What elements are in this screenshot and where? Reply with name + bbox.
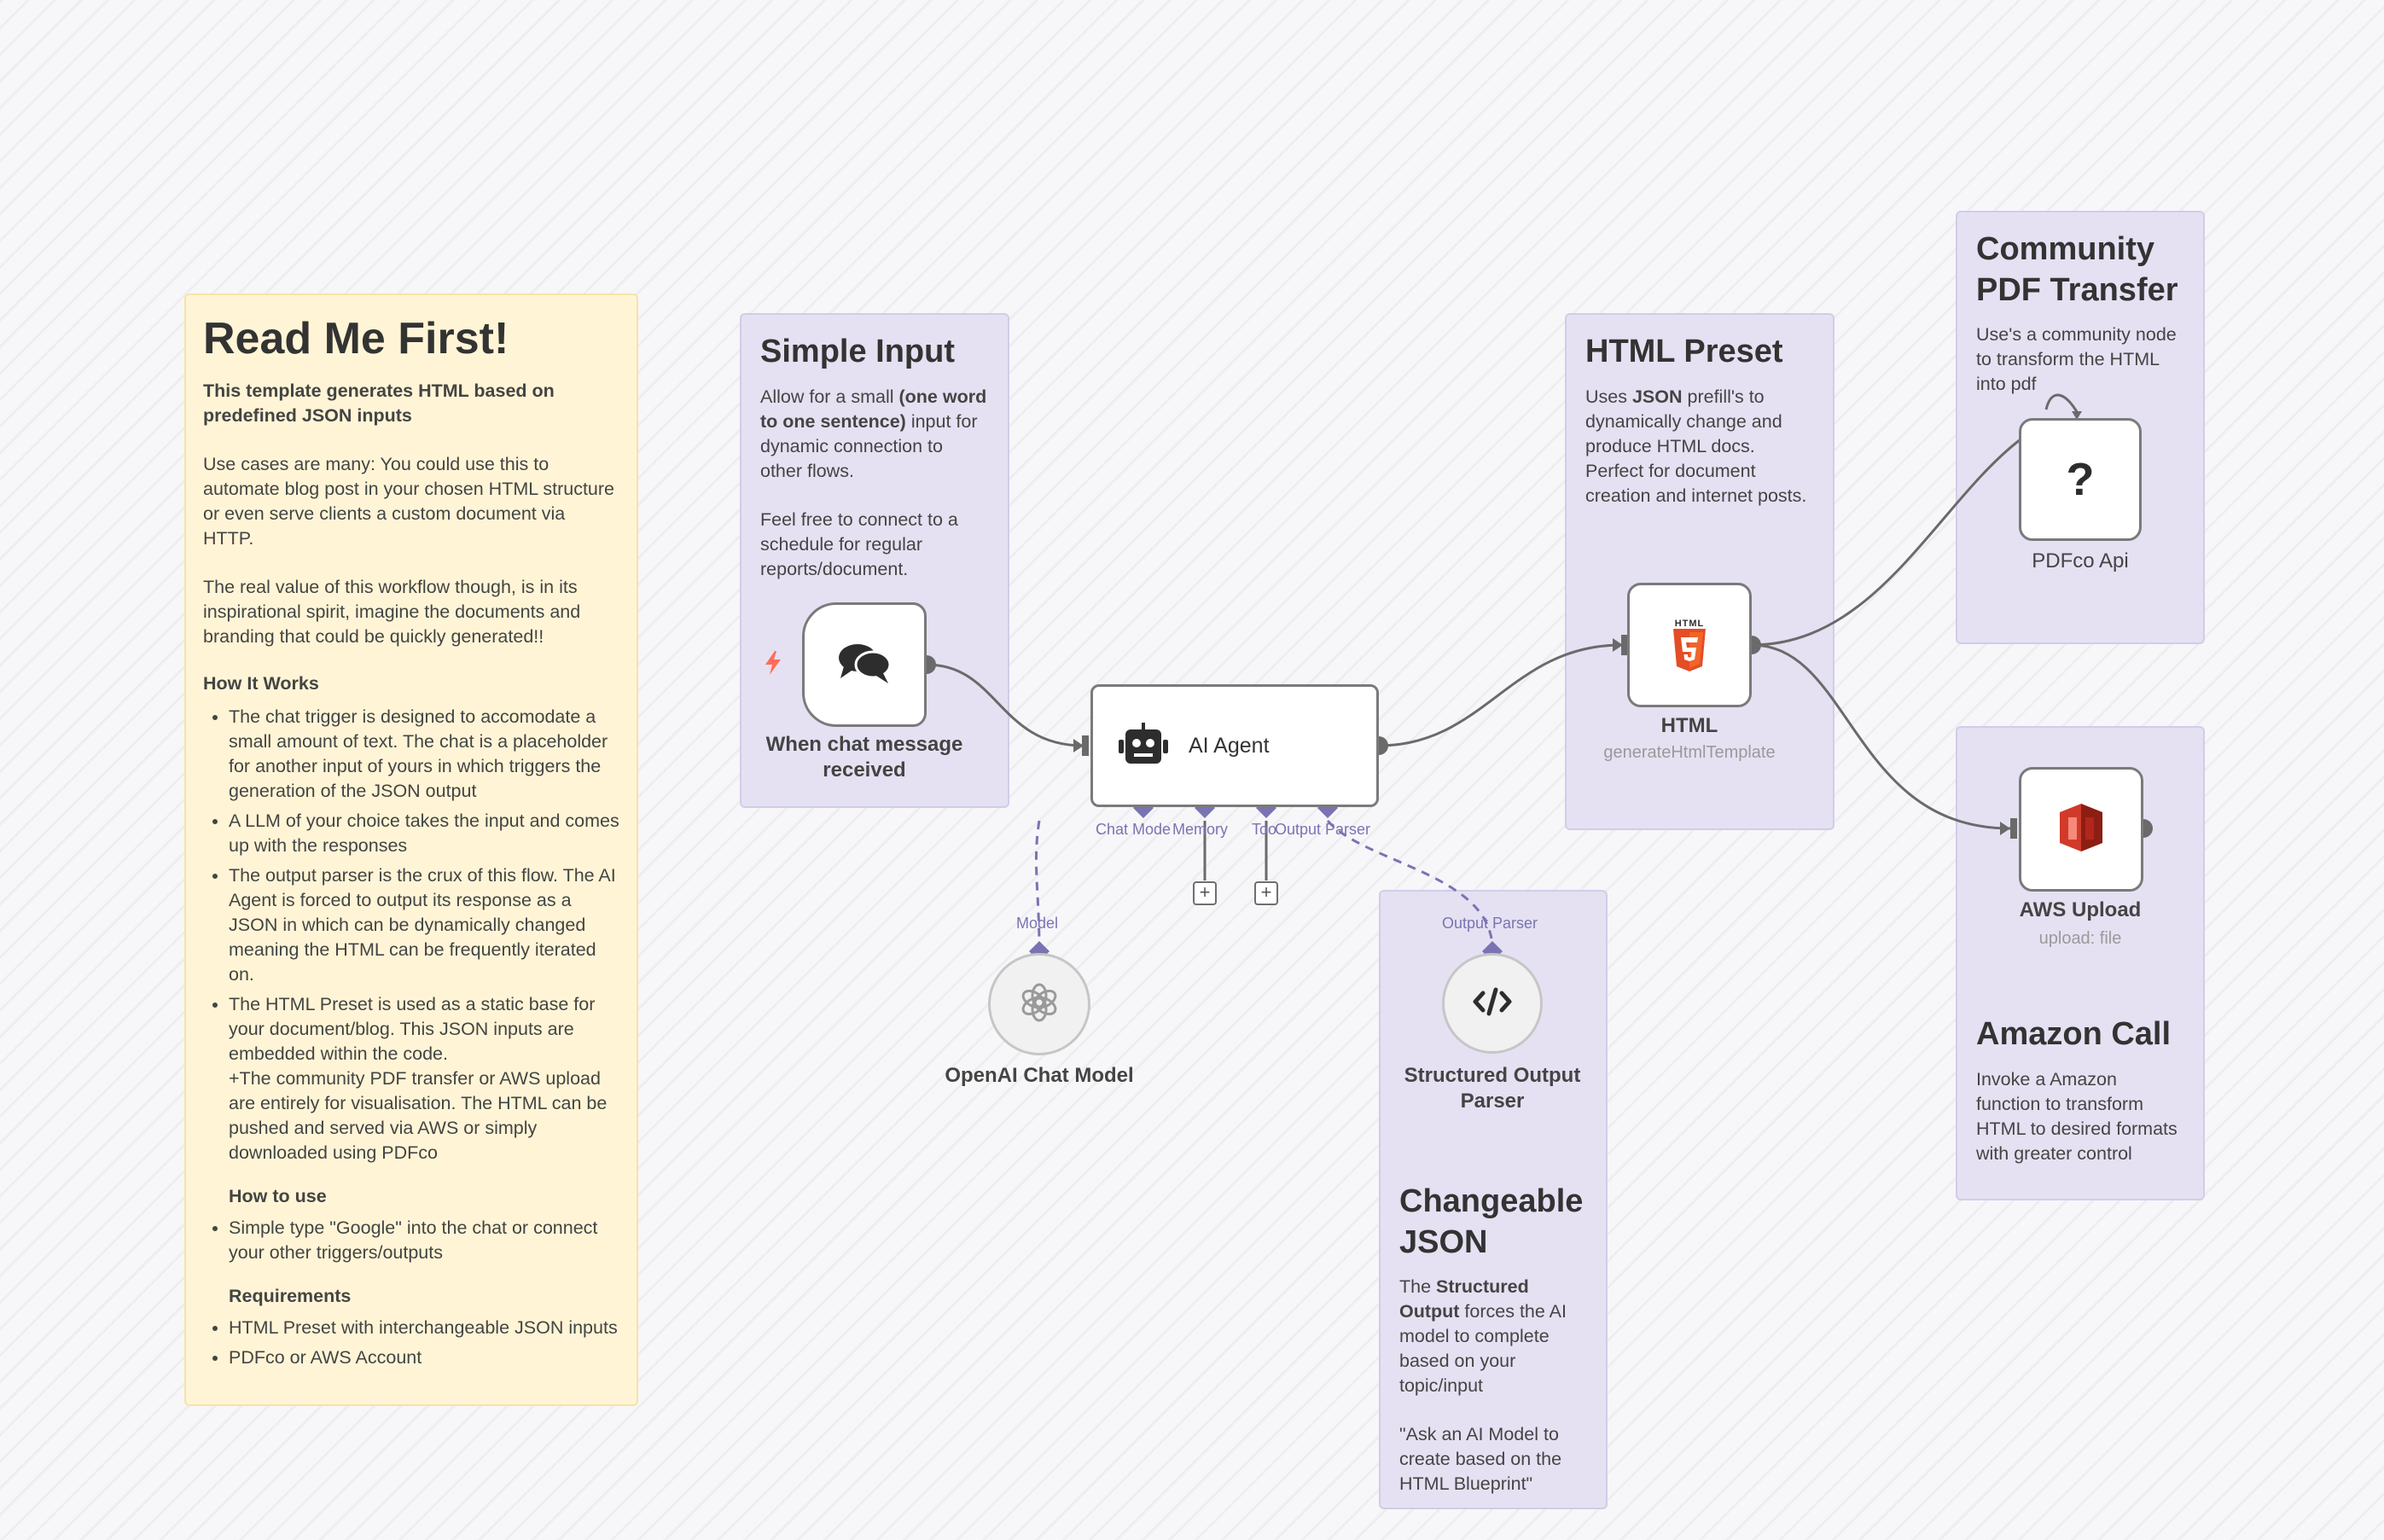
wire-agent-to-html [1378, 643, 1622, 747]
list-item: The output parser is the crux of this fl… [229, 863, 619, 987]
pdfco-api-node[interactable]: ? [2019, 418, 2142, 541]
html-node-sub: generateHtmlTemplate [1603, 743, 1776, 762]
aws-upload-sub: upload: file [2038, 929, 2122, 948]
changeable-json-text: The Structured Output forces the AI mode… [1399, 1276, 1567, 1397]
html-preset-text: Uses JSON prefill's to dynamically chang… [1585, 386, 1807, 506]
openai-icon [1018, 981, 1061, 1028]
port-in [1082, 735, 1089, 756]
add-memory-button[interactable]: + [1193, 881, 1217, 905]
arrow-head [1073, 739, 1084, 753]
list-item: Simple type "Google" into the chat or co… [229, 1216, 619, 1265]
simple-input-title: Simple Input [760, 334, 955, 369]
pdf-transfer-title: Community PDF Transfer [1976, 231, 2178, 308]
html5-icon: HTML [1672, 619, 1707, 671]
simple-input-text: Allow for a small (one word to one sente… [760, 386, 987, 481]
simple-input-text-2: Feel free to connect to a schedule for r… [760, 508, 958, 579]
question-icon: ? [2066, 454, 2095, 505]
html-node[interactable]: HTML [1627, 583, 1752, 707]
chat-trigger-label: When chat message received [765, 733, 963, 782]
pdfco-api-label: PDFco Api [2032, 549, 2129, 572]
chat-bubbles-icon [837, 641, 892, 689]
arrow-head [1613, 638, 1623, 652]
list-item: HTML Preset with interchangeable JSON in… [229, 1316, 619, 1340]
aws-s3-icon [2058, 802, 2104, 857]
wire-html-to-pdfco [1751, 438, 2021, 647]
chat-trigger-node[interactable] [802, 602, 927, 727]
readme-use-cases: Use cases are many: You could use this t… [203, 453, 614, 549]
list-item: PDFco or AWS Account [229, 1345, 619, 1370]
readme-title: Read Me First! [203, 314, 509, 363]
changeable-json-quote: "Ask an AI Model to create based on the … [1399, 1424, 1562, 1495]
openai-port-label: Model [1016, 915, 1059, 932]
ai-agent-label: AI Agent [1189, 733, 1270, 758]
wire-pdfco-loop [2044, 393, 2080, 416]
port-label-tool: Too [1252, 821, 1277, 838]
how-to-use-title: How to use [229, 1186, 327, 1207]
port-label-memory: Memory [1172, 821, 1229, 838]
how-to-use-list: Simple type "Google" into the chat or co… [203, 1216, 619, 1265]
list-item: The HTML Preset is used as a static base… [229, 992, 619, 1165]
list-item: The chat trigger is designed to accomoda… [229, 705, 619, 804]
parser-port-label: Output Parser [1442, 915, 1538, 932]
ai-agent-node[interactable]: AI Agent [1090, 684, 1379, 807]
list-item: A LLM of your choice takes the input and… [229, 809, 619, 858]
readme-value: The real value of this workflow though, … [203, 576, 581, 647]
amazon-call-text: Invoke a Amazon function to transform HT… [1976, 1068, 2178, 1164]
wire-parser-dashed [1326, 820, 1494, 948]
html-preset-title: HTML Preset [1585, 334, 1783, 369]
code-icon [1473, 987, 1512, 1020]
changeable-json-title: Changeable JSON [1399, 1183, 1584, 1260]
arrow-head [2000, 822, 2010, 835]
requirements-list: HTML Preset with interchangeable JSON in… [203, 1316, 619, 1370]
pdf-transfer-note[interactable]: Community PDF Transfer Use's a community… [1956, 211, 2205, 644]
openai-chat-model-label: OpenAI Chat Model [945, 1064, 1134, 1087]
port-in [1621, 635, 1628, 655]
how-it-works-list: The chat trigger is designed to accomoda… [203, 705, 619, 1165]
structured-output-parser-node[interactable] [1442, 953, 1543, 1054]
requirements-title: Requirements [229, 1286, 352, 1307]
aws-upload-label: AWS Upload [2019, 898, 2142, 921]
wire-html-to-aws [1751, 643, 2011, 830]
port-in [2010, 818, 2017, 839]
aws-upload-node[interactable] [2019, 767, 2143, 892]
readme-note[interactable]: Read Me First! This template generates H… [184, 293, 638, 1406]
port-label-chat-model: Chat Mode [1096, 821, 1172, 838]
readme-intro: This template generates HTML based on pr… [203, 380, 555, 426]
wire-model-dashed [1034, 820, 1041, 950]
port-label-output-parser: Output Parser [1275, 821, 1371, 838]
structured-output-parser-label: Structured Output Parser [1404, 1064, 1581, 1113]
html5-badge: HTML [1674, 619, 1705, 629]
robot-icon [1117, 722, 1170, 770]
how-it-works-title: How It Works [203, 672, 319, 694]
amazon-call-title: Amazon Call [1976, 1016, 2172, 1052]
add-tool-button[interactable]: + [1254, 881, 1278, 905]
pdf-transfer-text: Use's a community node to transform the … [1976, 324, 2177, 395]
html-preset-note[interactable]: HTML Preset Uses JSON prefill's to dynam… [1565, 313, 1835, 830]
amazon-call-note[interactable]: Amazon Call Invoke a Amazon function to … [1956, 726, 2205, 1200]
arrow-head [2072, 411, 2082, 420]
wire-chat-to-agent [926, 663, 1084, 747]
trigger-lightning-icon [763, 650, 783, 676]
openai-chat-model-node[interactable] [988, 953, 1090, 1055]
html-node-label: HTML [1660, 714, 1718, 737]
